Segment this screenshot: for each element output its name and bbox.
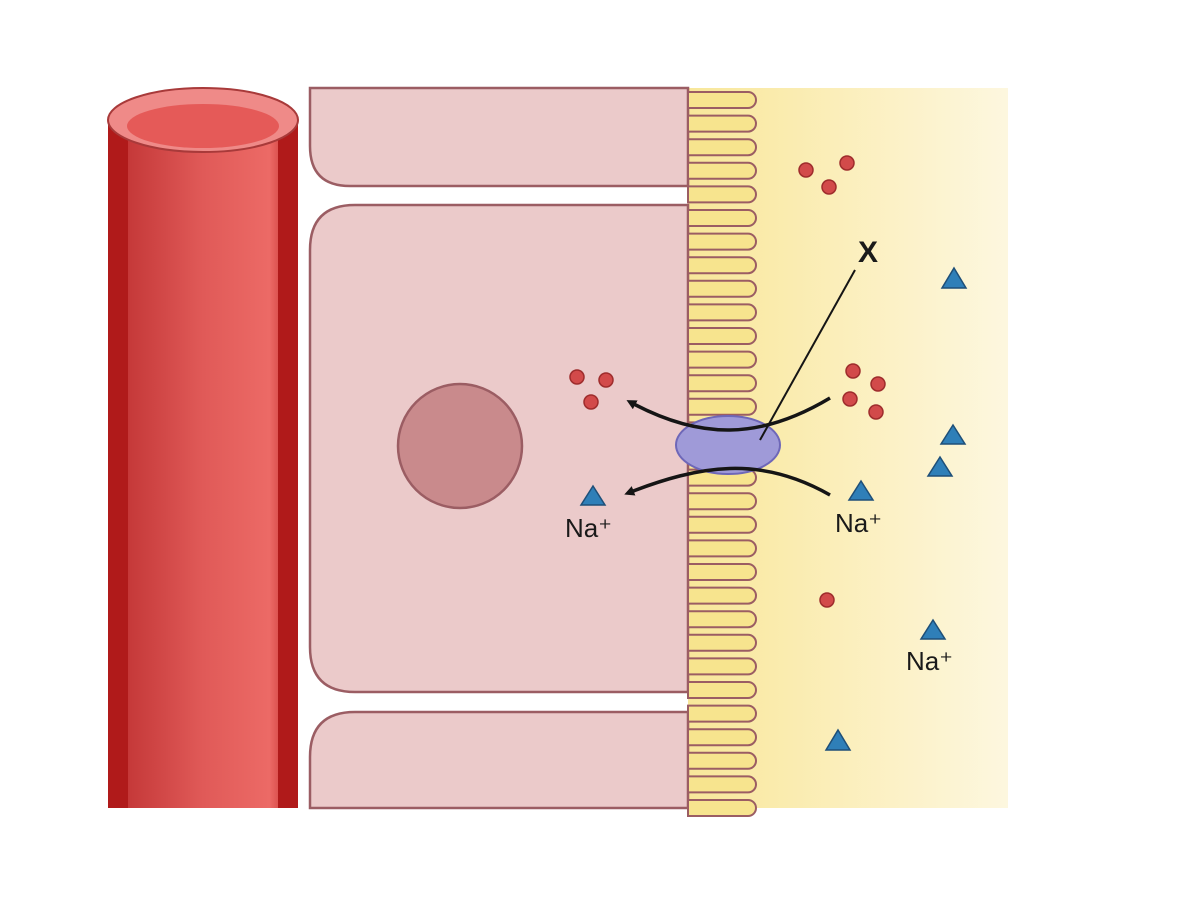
sodium-ion bbox=[847, 479, 875, 501]
microvillus bbox=[687, 751, 757, 770]
cotransporter bbox=[675, 415, 781, 475]
microvillus bbox=[687, 610, 757, 629]
microvillus bbox=[687, 114, 757, 133]
microvillus bbox=[687, 232, 757, 251]
solute-molecule bbox=[821, 179, 837, 195]
solute-molecule bbox=[569, 369, 585, 385]
microvillus bbox=[687, 586, 757, 605]
microvillus bbox=[687, 256, 757, 275]
sodium-ion bbox=[926, 455, 954, 477]
sodium-ions bbox=[579, 266, 968, 751]
solute-molecule bbox=[583, 394, 599, 410]
microvillus bbox=[687, 303, 757, 322]
epithelial-cell-bottom bbox=[308, 710, 690, 810]
solute-molecule bbox=[868, 404, 884, 420]
microvillus bbox=[687, 704, 757, 723]
microvillus bbox=[687, 185, 757, 204]
na-label-lumen-upper: Na⁺ bbox=[835, 508, 882, 538]
microvillus bbox=[687, 350, 757, 369]
microvillus bbox=[687, 397, 757, 416]
sodium-ion bbox=[579, 484, 607, 506]
microvillus bbox=[687, 539, 757, 558]
microvillus bbox=[687, 799, 757, 817]
microvillus bbox=[687, 775, 757, 794]
microvillus bbox=[687, 374, 757, 393]
microvillus bbox=[687, 492, 757, 511]
microvillus bbox=[687, 209, 757, 227]
solute-arrow bbox=[626, 396, 831, 432]
transporter-label: X bbox=[858, 236, 878, 269]
microvillus bbox=[687, 515, 757, 534]
solute-molecule bbox=[845, 363, 861, 379]
solute-molecule bbox=[839, 155, 855, 171]
solute-molecule bbox=[870, 376, 886, 392]
microvillus bbox=[687, 728, 757, 747]
microvillus bbox=[687, 633, 757, 652]
solute-molecule bbox=[598, 372, 614, 388]
sodium-ion bbox=[940, 266, 968, 289]
microvillus bbox=[687, 681, 757, 699]
epithelial-cell-top bbox=[308, 86, 690, 188]
transporter-label-line bbox=[759, 269, 856, 441]
microvillus bbox=[687, 657, 757, 676]
na-label-lumen-lower: Na⁺ bbox=[906, 646, 953, 676]
microvillus bbox=[687, 279, 757, 298]
solute-molecule bbox=[842, 391, 858, 407]
microvillus bbox=[687, 138, 757, 157]
solute-molecule bbox=[798, 162, 814, 178]
sodium-arrow bbox=[624, 466, 831, 497]
microvillus bbox=[687, 563, 757, 581]
solute-molecules bbox=[569, 155, 886, 608]
nucleus bbox=[396, 382, 524, 510]
sodium-ion bbox=[919, 618, 947, 640]
sodium-ion bbox=[939, 423, 967, 445]
sodium-ion bbox=[824, 728, 852, 751]
blood-vessel bbox=[107, 87, 299, 808]
microvillus bbox=[687, 161, 757, 180]
solute-molecule bbox=[819, 592, 835, 608]
na-label-inside: Na⁺ bbox=[565, 513, 612, 543]
microvillus bbox=[687, 327, 757, 345]
microvillus bbox=[687, 91, 757, 109]
